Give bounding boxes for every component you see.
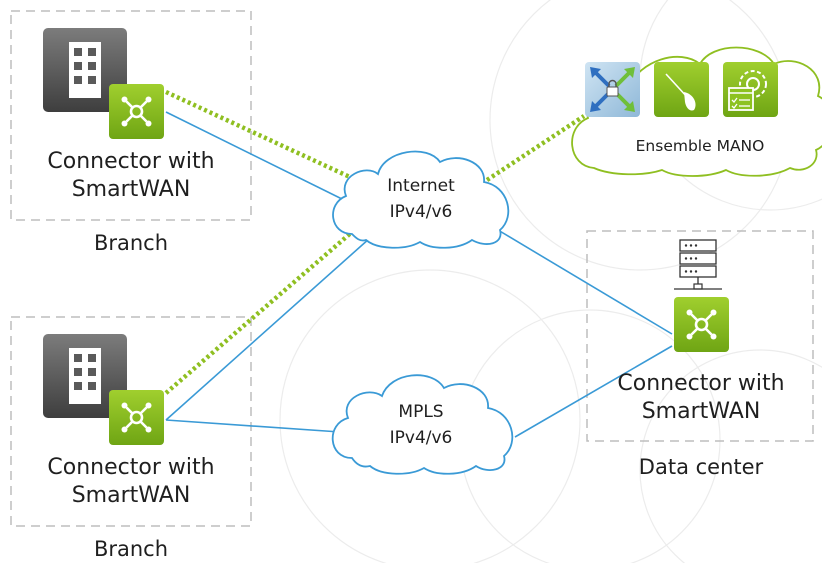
mgmt-link-branch-top <box>165 89 353 181</box>
settings-icon <box>723 62 778 117</box>
datacenter-connector-label: Connector with SmartWAN <box>617 371 785 424</box>
branch-bottom-site <box>10 316 252 527</box>
link-branch-bottom-mpls <box>165 419 341 433</box>
security-icon <box>585 62 640 117</box>
branch-top-site <box>10 10 252 221</box>
datacenter-title: Data center <box>638 455 764 479</box>
internet-cloud-label-line2: IPv4/v6 <box>389 202 453 222</box>
connector-icon <box>109 84 164 139</box>
connector-icon <box>674 297 729 352</box>
link-internet-datacenter <box>497 229 673 335</box>
branch-bottom-title: Branch <box>93 537 169 561</box>
links <box>164 89 673 438</box>
mano-cloud-label: Ensemble MANO <box>635 137 765 155</box>
mpls-cloud-label-line2: IPv4/v6 <box>389 428 453 448</box>
connector-icon <box>109 390 164 445</box>
server-icon <box>674 239 722 290</box>
branch-top-title: Branch <box>93 231 169 255</box>
internet-cloud-label-line1: Internet <box>387 176 455 196</box>
link-mpls-datacenter <box>514 345 673 438</box>
link-branch-bottom-internet <box>165 237 371 421</box>
link-branch-top-internet <box>165 111 345 201</box>
branch-bottom-connector-label: Connector with SmartWAN <box>47 455 215 508</box>
orchestrator-icon <box>654 62 709 117</box>
mpls-cloud-label-line1: MPLS <box>398 402 444 422</box>
mpls-cloud <box>331 374 514 475</box>
datacenter-site <box>586 230 814 442</box>
mgmt-link-mano <box>485 114 586 182</box>
branch-top-connector-label: Connector with SmartWAN <box>47 149 215 202</box>
internet-cloud <box>332 150 510 249</box>
mgmt-link-branch-bottom <box>164 230 354 395</box>
